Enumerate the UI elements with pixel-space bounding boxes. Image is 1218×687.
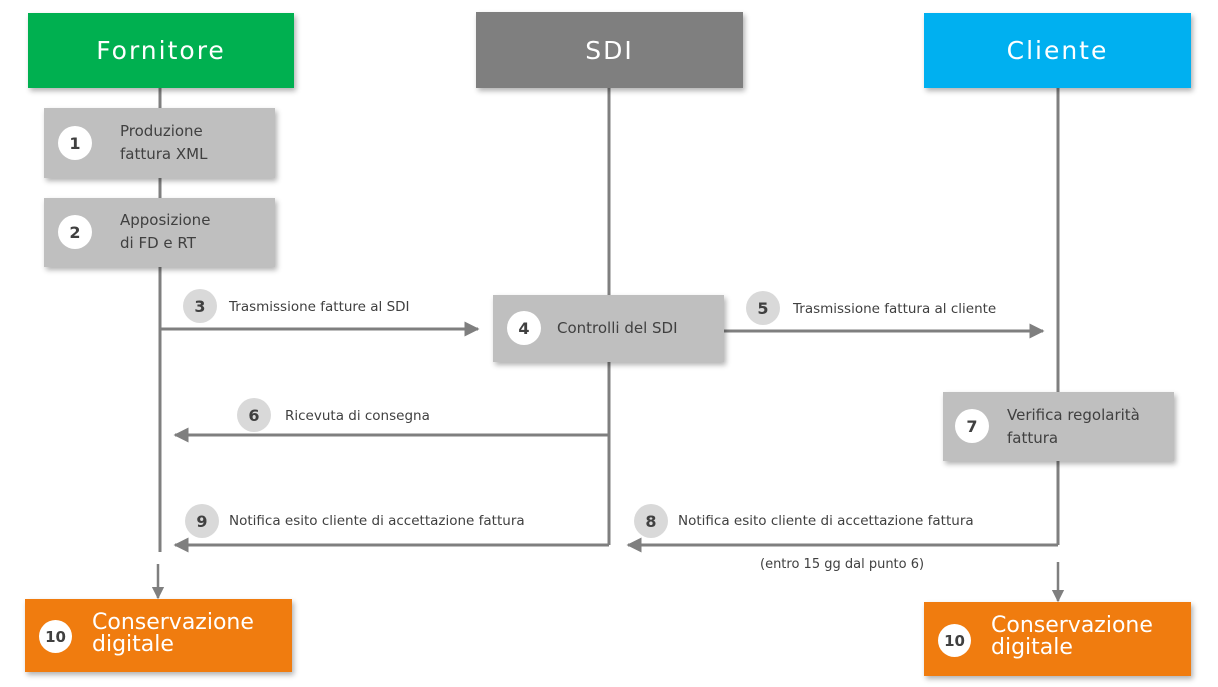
step-number-4: 4 bbox=[507, 311, 541, 345]
step-number-6: 6 bbox=[237, 398, 271, 432]
lane-title-cliente: Cliente bbox=[1006, 36, 1109, 65]
step-box-4: 4 Controlli del SDI bbox=[493, 295, 724, 362]
step-box-2: 2 Apposizione di FD e RT bbox=[44, 198, 275, 267]
lane-title-sdi: SDI bbox=[585, 35, 634, 65]
step-label-10-right: Conservazione digitale bbox=[991, 613, 1153, 660]
step-number-5: 5 bbox=[746, 291, 780, 325]
step-box-7: 7 Verifica regolarità fattura bbox=[943, 392, 1174, 461]
step-number-10-right: 10 bbox=[938, 624, 971, 657]
step-label-8: Notifica esito cliente di accettazione f… bbox=[678, 513, 974, 529]
conservation-box-left: 10 Conservazione digitale bbox=[25, 599, 292, 672]
step-label-5: Trasmissione fattura al cliente bbox=[793, 301, 997, 317]
step-number-8: 8 bbox=[634, 504, 668, 538]
lane-header-fornitore: Fornitore bbox=[28, 13, 294, 88]
step-number-1: 1 bbox=[58, 126, 92, 160]
step-number-3: 3 bbox=[183, 289, 217, 323]
step-label-9: Notifica esito cliente di accettazione f… bbox=[229, 513, 525, 529]
step-label-10-left: Conservazione digitale bbox=[92, 610, 254, 657]
step-number-10-left: 10 bbox=[39, 620, 72, 653]
deadline-note: (entro 15 gg dal punto 6) bbox=[760, 557, 925, 572]
conservation-box-right: 10 Conservazione digitale bbox=[924, 602, 1191, 676]
step-label-3: Trasmissione fatture al SDI bbox=[229, 299, 410, 315]
lane-title-fornitore: Fornitore bbox=[96, 36, 226, 65]
step-number-7: 7 bbox=[955, 409, 989, 443]
step-number-9: 9 bbox=[185, 504, 219, 538]
lane-header-cliente: Cliente bbox=[924, 13, 1191, 88]
step-label-4: Controlli del SDI bbox=[557, 319, 678, 337]
step-label-2: Apposizione di FD e RT bbox=[120, 211, 211, 252]
step-label-7: Verifica regolarità fattura bbox=[1007, 406, 1140, 447]
step-box-1: 1 Produzione fattura XML bbox=[44, 108, 275, 178]
step-label-1: Produzione fattura XML bbox=[120, 122, 208, 163]
lane-header-sdi: SDI bbox=[476, 12, 743, 88]
step-label-6: Ricevuta di consegna bbox=[285, 408, 430, 424]
step-number-2: 2 bbox=[58, 215, 92, 249]
